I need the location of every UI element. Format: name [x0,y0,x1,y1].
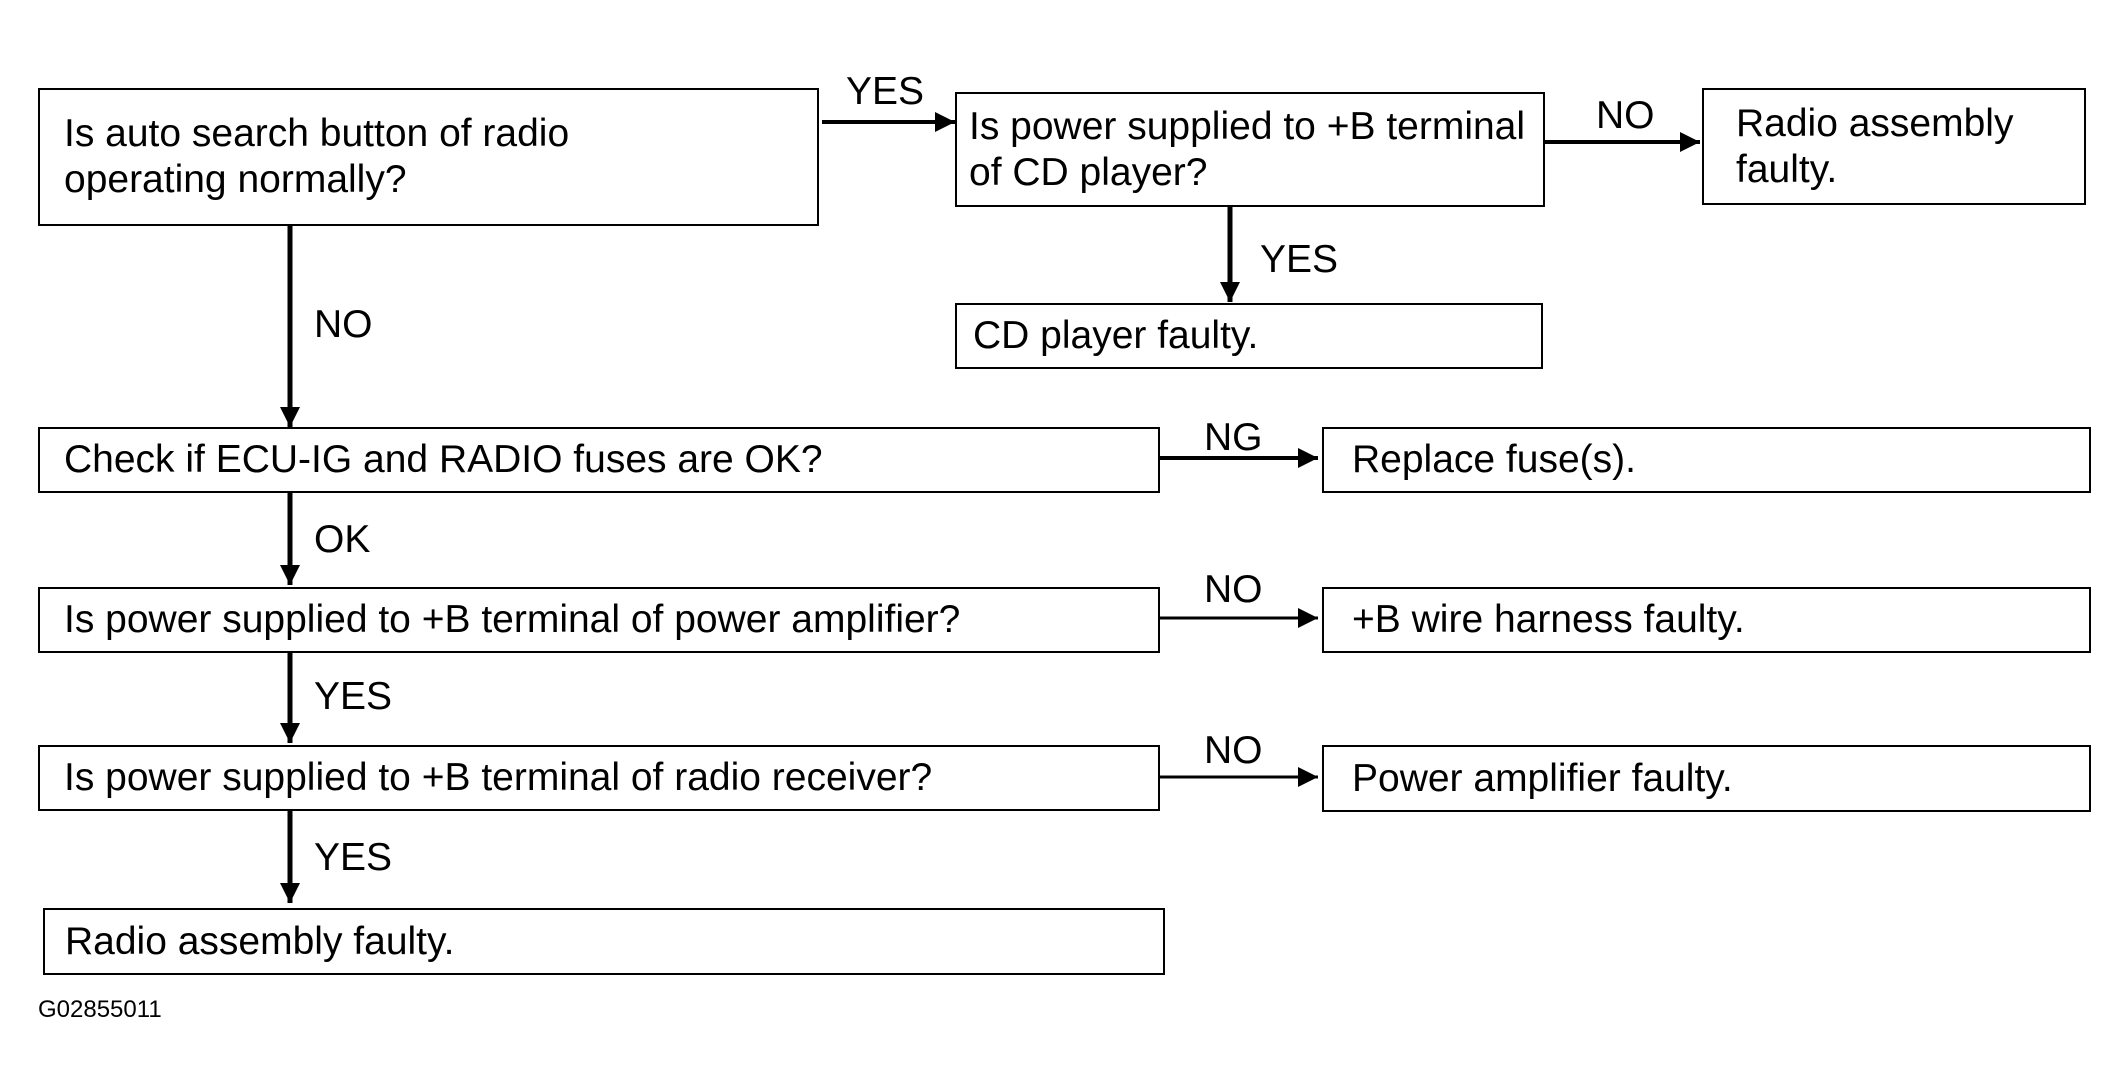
question-cd-player-power-text: Is power supplied to +B terminal of CD p… [969,104,1526,194]
result-power-amplifier-faulty: Power amplifier faulty. [1322,745,2091,812]
result-radio-assembly-faulty-top-text: Radio assembly faulty. [1736,101,2014,191]
figure-id: G02855011 [38,996,162,1023]
edge-label-yes-receiver: YES [314,836,393,879]
result-wire-harness-faulty: +B wire harness faulty. [1322,587,2091,653]
edge-label-no-auto-search: NO [314,303,373,346]
edge-label-no-amp: NO [1204,568,1263,611]
question-auto-search: Is auto search button of radio operating… [38,88,819,226]
question-amplifier-power-text: Is power supplied to +B terminal of powe… [64,598,961,641]
result-cd-player-faulty: CD player faulty. [955,303,1543,369]
result-radio-assembly-faulty-top: Radio assembly faulty. [1702,88,2086,205]
question-fuses: Check if ECU-IG and RADIO fuses are OK? [38,427,1160,493]
edge-label-yes-cd-power: YES [1260,238,1339,281]
question-receiver-power-text: Is power supplied to +B terminal of radi… [64,756,933,799]
edge-label-ng-fuses: NG [1204,416,1263,459]
edge-label-yes-auto-search: YES [846,70,925,113]
result-wire-harness-faulty-text: +B wire harness faulty. [1352,598,1745,641]
result-radio-assembly-faulty-bottom-text: Radio assembly faulty. [65,919,455,963]
edge-label-yes-amp: YES [314,675,393,718]
question-fuses-text: Check if ECU-IG and RADIO fuses are OK? [64,438,823,481]
edge-label-ok-fuses: OK [314,518,371,561]
result-replace-fuses: Replace fuse(s). [1322,427,2091,493]
result-replace-fuses-text: Replace fuse(s). [1352,438,1636,481]
edge-label-no-receiver: NO [1204,729,1263,772]
question-receiver-power: Is power supplied to +B terminal of radi… [38,745,1160,811]
result-cd-player-faulty-text: CD player faulty. [973,314,1259,357]
edge-label-no-cd-power: NO [1596,94,1655,137]
question-amplifier-power: Is power supplied to +B terminal of powe… [38,587,1160,653]
question-cd-player-power: Is power supplied to +B terminal of CD p… [955,92,1545,207]
result-power-amplifier-faulty-text: Power amplifier faulty. [1352,756,1733,800]
result-radio-assembly-faulty-bottom: Radio assembly faulty. [43,908,1165,975]
question-auto-search-text: Is auto search button of radio operating… [64,112,570,201]
